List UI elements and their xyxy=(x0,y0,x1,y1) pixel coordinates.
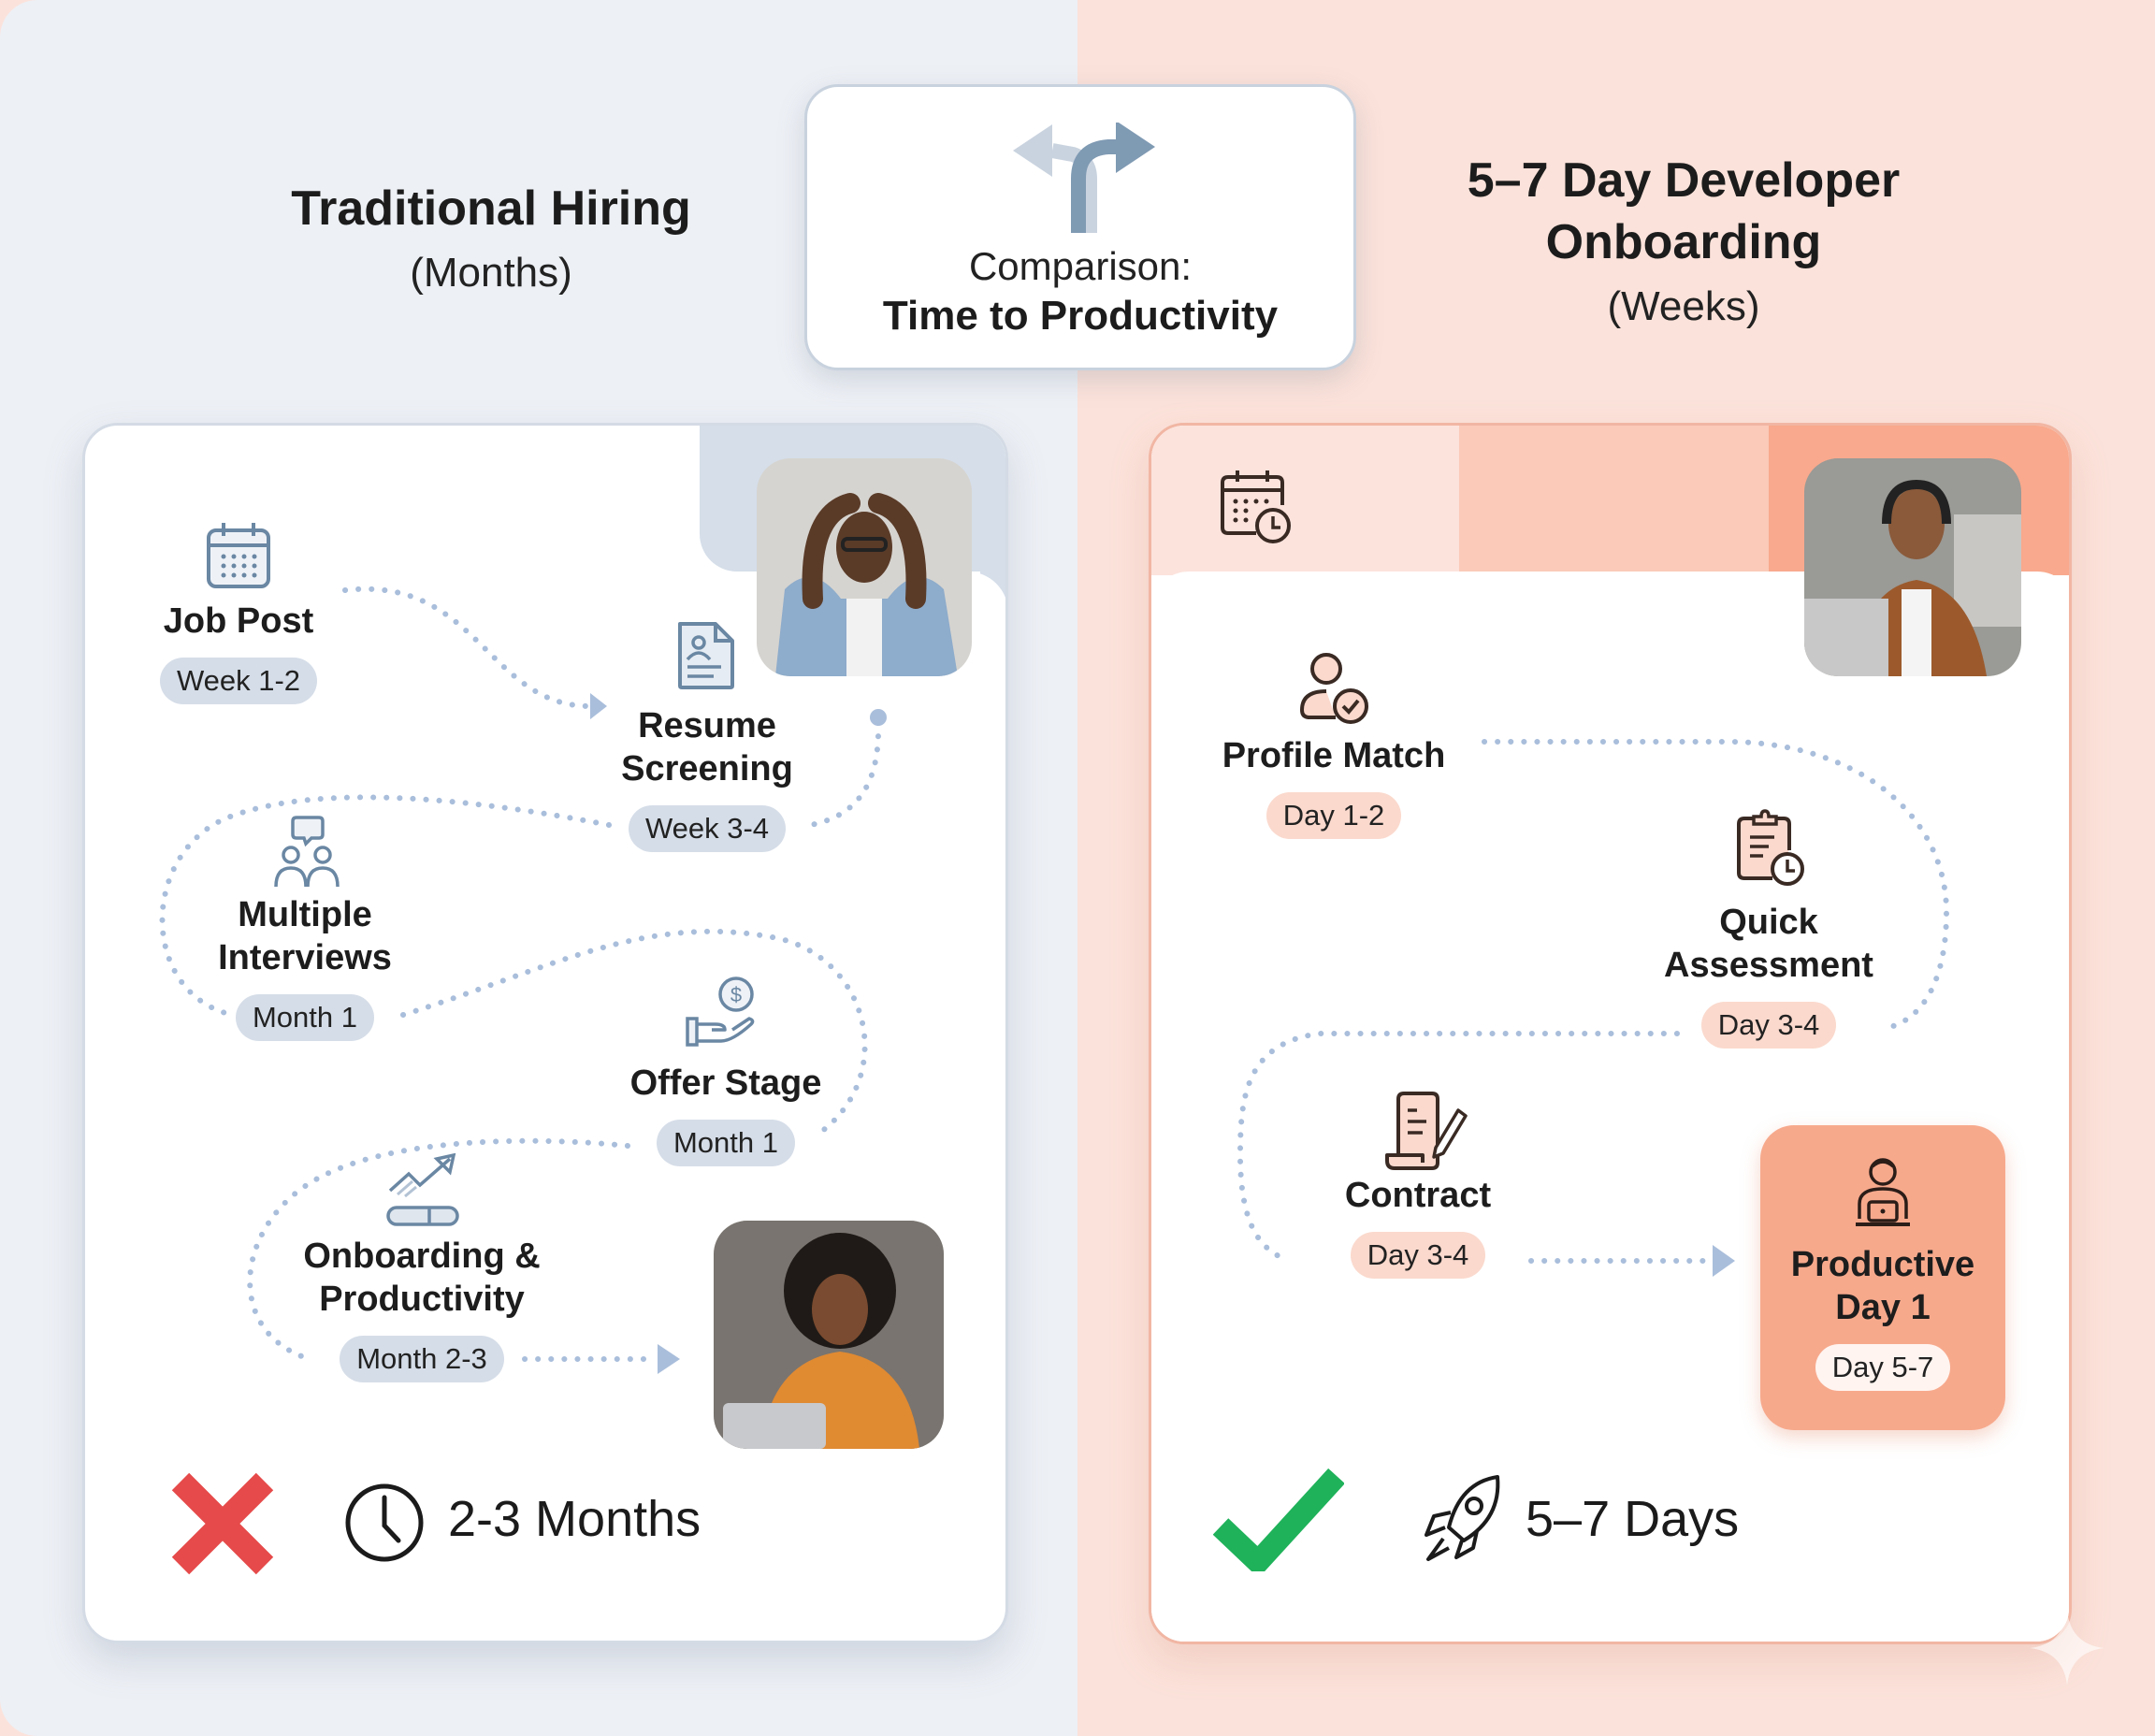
traditional-card: Job Post Week 1-2 Resume Screening Week … xyxy=(82,423,1008,1643)
traditional-title: Traditional Hiring xyxy=(291,181,691,236)
traditional-subtitle: (Months) xyxy=(410,250,572,296)
resume-document-icon xyxy=(678,622,734,689)
step-onboarding-productivity: Onboarding & Productivity Month 2-3 xyxy=(272,1235,571,1382)
path-arrow-icon xyxy=(590,693,607,719)
path-arrow-icon xyxy=(1713,1245,1735,1277)
step-profile-match: Profile Match Day 1-2 xyxy=(1208,734,1460,839)
fast-title-line-2: Onboarding xyxy=(1545,215,1822,269)
fast-subtitle: (Weeks) xyxy=(1607,283,1760,329)
interview-people-icon xyxy=(274,816,340,888)
fast-card-body xyxy=(1151,571,2069,1642)
duration-badge: Month 1 xyxy=(235,994,374,1041)
step-offer-stage: Offer Stage Month 1 xyxy=(609,1062,843,1166)
fast-result-text: 5–7 Days xyxy=(1526,1491,1740,1547)
path-arrow-icon xyxy=(658,1344,680,1374)
money-hand-icon: $ xyxy=(686,976,755,1047)
user-check-icon xyxy=(1299,653,1368,724)
contract-pen-icon xyxy=(1385,1092,1468,1170)
duration-badge: Month 1 xyxy=(656,1120,795,1166)
duration-badge: Day 5-7 xyxy=(1815,1344,1951,1391)
smiling-man-headphones-photo xyxy=(1804,458,2021,676)
smiling-woman-laptop-photo xyxy=(714,1221,944,1449)
red-x-icon xyxy=(171,1472,274,1575)
comparison-label: Comparison: xyxy=(968,244,1193,288)
traditional-path xyxy=(159,586,887,1374)
svg-text:$: $ xyxy=(730,983,742,1006)
step-contract: Contract Day 3-4 xyxy=(1301,1174,1535,1279)
traditional-result-text: 2-3 Months xyxy=(448,1491,701,1547)
duration-badge: Day 3-4 xyxy=(1700,1002,1837,1049)
clipboard-clock-icon xyxy=(1737,809,1804,886)
duration-badge: Week 3-4 xyxy=(628,805,787,852)
step-resume-screening: Resume Screening Week 3-4 xyxy=(590,704,824,852)
fast-path xyxy=(1237,739,1950,1277)
step-multiple-interviews: Multiple Interviews Month 1 xyxy=(188,893,422,1041)
duration-badge: Month 2-3 xyxy=(340,1336,504,1382)
comparison-heading: Time to Productivity xyxy=(882,293,1279,339)
step-productive-day-1: Productive Day 1 Day 5-7 xyxy=(1760,1125,2005,1430)
clock-icon xyxy=(345,1483,424,1562)
traditional-header: Traditional Hiring (Months) xyxy=(234,178,748,299)
developer-laptop-icon xyxy=(1856,1158,1910,1226)
step-quick-assessment: Quick Assessment Day 3-4 xyxy=(1638,901,1900,1049)
rocket-icon xyxy=(1425,1475,1500,1561)
fast-card: Profile Match Day 1-2 Quick Assessment D… xyxy=(1149,423,2072,1644)
fast-title-line-1: 5–7 Day Developer xyxy=(1467,153,1901,208)
sparkle-icon xyxy=(2030,1611,2104,1685)
duration-badge: Day 3-4 xyxy=(1350,1232,1486,1279)
stressed-man-photo xyxy=(757,458,972,676)
calendar-icon xyxy=(207,523,270,588)
step-job-post: Job Post Week 1-2 xyxy=(126,600,351,704)
duration-badge: Week 1-2 xyxy=(159,658,318,704)
split-arrows-icon xyxy=(1013,123,1155,233)
growth-chart-icon xyxy=(386,1153,459,1226)
comparison-card: Comparison: Time to Productivity xyxy=(804,84,1356,370)
calendar-clock-icon xyxy=(1221,470,1291,543)
fast-header: 5–7 Day Developer Onboarding (Weeks) xyxy=(1384,150,1983,333)
green-check-icon xyxy=(1213,1468,1344,1571)
path-node-icon xyxy=(870,709,887,726)
duration-badge: Day 1-2 xyxy=(1266,792,1402,839)
